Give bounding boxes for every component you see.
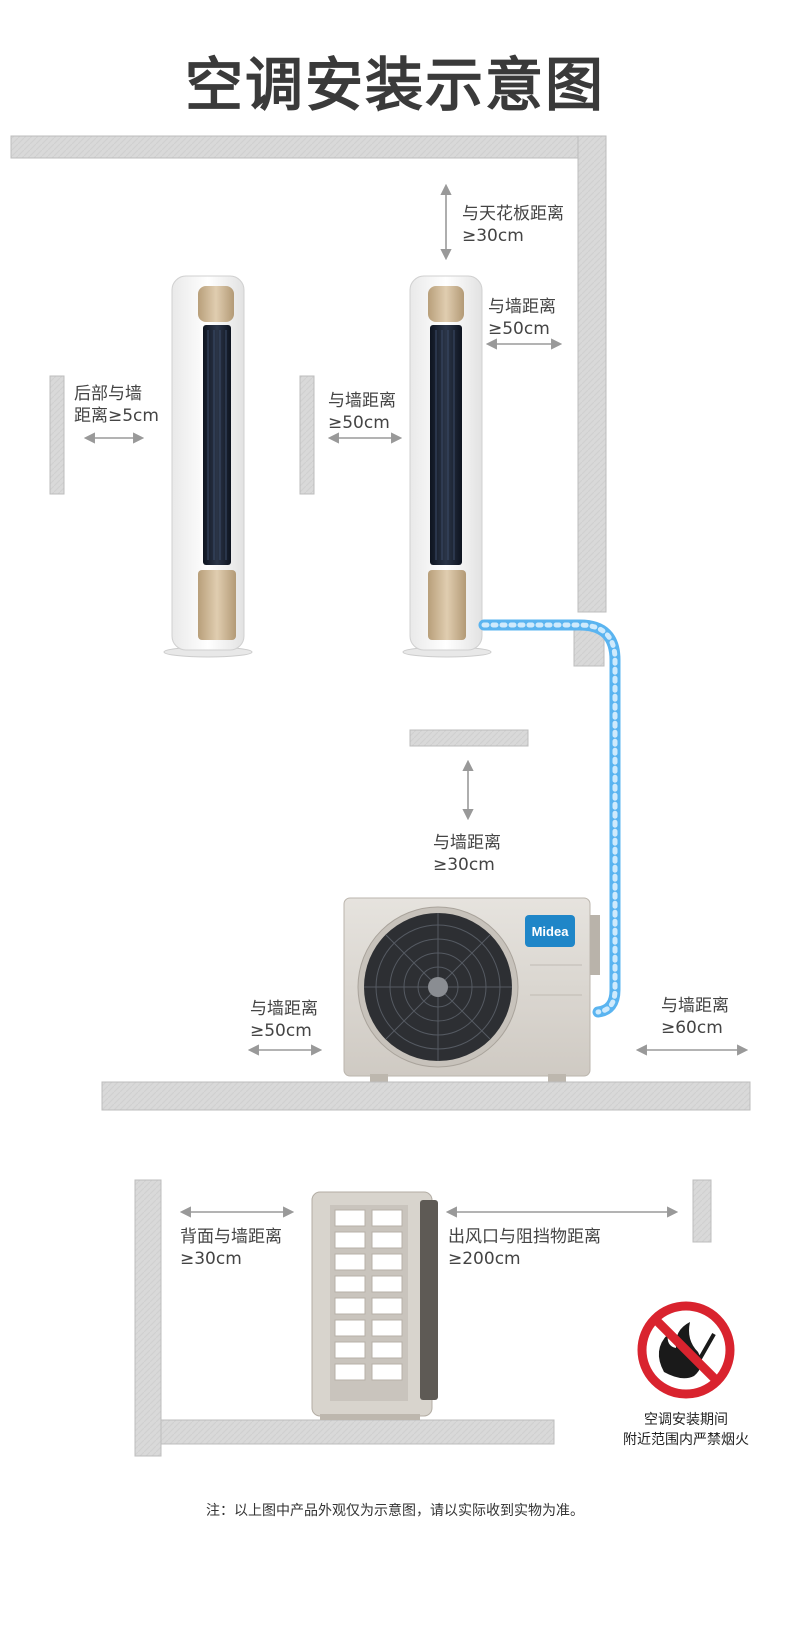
room-walls-bottom: [134, 1179, 712, 1457]
refrigerant-pipe: [478, 619, 621, 1018]
brand-logo: Midea: [532, 924, 570, 939]
ground-slab: [101, 1081, 751, 1111]
outdoor-unit: Midea: [343, 897, 600, 1082]
label-air-outlet: 出风口与阻挡物距离≥200cm: [448, 1227, 601, 1269]
footnote: 注：以上图中产品外观仅为示意图，请以实际收到实物为准。: [206, 1503, 584, 1519]
dimension-arrows: [83, 183, 749, 1218]
no-fire-icon: [637, 1301, 735, 1399]
label-ceiling-distance: 与天花板距离≥30cm: [462, 204, 564, 246]
no-fire-warning: 空调安装期间附近范围内严禁烟火: [623, 1412, 749, 1448]
back-wall-segment: [49, 375, 65, 495]
label-outdoor-right: 与墙距离≥60cm: [661, 996, 729, 1038]
label-side-wall-left: 与墙距离≥50cm: [328, 391, 396, 433]
label-side-wall-right: 与墙距离≥50cm: [488, 297, 556, 339]
label-outdoor-top: 与墙距离≥30cm: [433, 833, 501, 875]
indoor-unit-left: [163, 275, 253, 658]
label-rear-back: 背面与墙距离≥30cm: [180, 1227, 282, 1269]
indoor-unit-right: [402, 275, 492, 658]
label-outdoor-left: 与墙距离≥50cm: [250, 999, 318, 1041]
page-title: 空调安装示意图: [184, 51, 605, 119]
label-back-wall: 后部与墙距离≥5cm: [74, 384, 159, 426]
outdoor-unit-side: [311, 1191, 438, 1420]
side-wall-segment: [299, 375, 315, 495]
outdoor-top-wall: [409, 729, 529, 747]
